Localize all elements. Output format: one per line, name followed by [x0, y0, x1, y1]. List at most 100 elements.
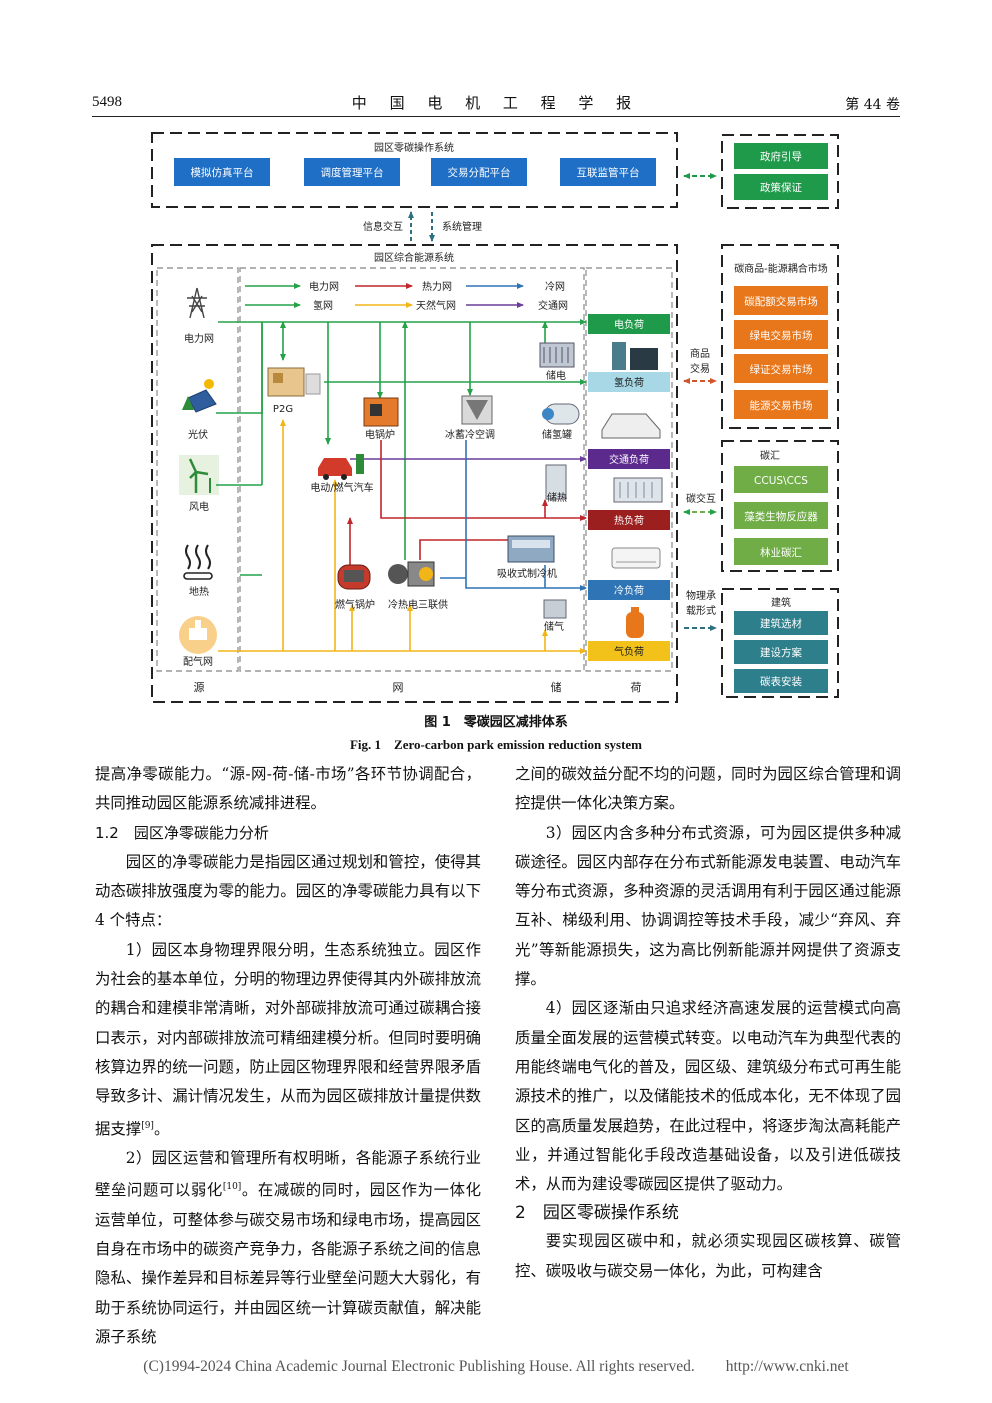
figure-caption-cn: 图 1 零碳园区减排体系: [424, 715, 568, 730]
paragraph: 园区的净零碳能力是指园区通过规划和管控，使得其动态碳排放强度为零的能力。园区的净…: [95, 852, 481, 930]
paragraph: 提高净零碳能力。“源-网-荷-储-市场”各环节协调配合，共同推动园区能源系统减排…: [95, 765, 481, 813]
hydrogen-load-icon: [612, 342, 658, 370]
battery-storage-icon: [539, 342, 575, 368]
page-number: 5498: [92, 94, 122, 110]
svg-text:气负荷: 气负荷: [614, 645, 644, 658]
gas-grid-icon: [179, 616, 217, 654]
svg-text:碳表安装: 碳表安装: [760, 675, 802, 688]
svg-text:冷热电三联供: 冷热电三联供: [388, 598, 448, 611]
left-column: 提高净零碳能力。“源-网-荷-储-市场”各环节协调配合，共同推动园区能源系统减排…: [95, 760, 481, 1352]
electric-boiler-icon: [363, 397, 399, 427]
gov-item-1: [734, 143, 828, 169]
device-icons: P2G 电锅炉 冰蓄冷空调 电动/燃气汽车 燃气锅炉 冷热电三联供: [267, 367, 557, 611]
platform-3: [431, 158, 527, 186]
energy-system-title: 园区综合能源系统: [374, 251, 454, 264]
svg-text:载形式: 载形式: [686, 604, 716, 617]
electric-load: [588, 314, 670, 334]
transport-load: [588, 449, 670, 469]
paragraph: 要实现园区碳中和，就必须实现园区碳核算、碳管控、碳吸收与碳交易一体化，为此，可构…: [515, 1232, 901, 1280]
label-source: 源: [194, 680, 205, 694]
sink-title: 碳汇: [760, 449, 780, 462]
paragraph: 之间的碳效益分配不均的问题，同时为园区综合管理和调控提供一体化决策方案。: [515, 765, 901, 813]
gas-storage-icon: [543, 599, 567, 619]
copyright-footer: (C)1994-2024 China Academic Journal Elec…: [143, 1358, 849, 1375]
svg-text:燃气锅炉: 燃气锅炉: [335, 598, 375, 611]
source-icons: 电力网 光伏 风电 地热 配气网: [179, 287, 219, 668]
svg-text:政策保证: 政策保证: [760, 181, 802, 194]
svg-text:吸收式制冷机: 吸收式制冷机: [497, 567, 557, 580]
network-lines: [216, 319, 587, 654]
svg-text:氢网: 氢网: [313, 299, 333, 312]
paragraph: 4）园区逐渐由只追求经济高速发展的运营模式向高质量全面发展的运营模式转变。以电动…: [515, 999, 901, 1194]
p2g-icon: [267, 367, 321, 397]
svg-text:地热: 地热: [189, 585, 209, 598]
geothermal-icon: [183, 544, 213, 580]
label-grid: 网: [393, 681, 404, 694]
svg-text:商品: 商品: [690, 347, 710, 360]
heat-load: [588, 510, 670, 530]
hydrogen-load: [588, 372, 670, 392]
svg-text:热负荷: 热负荷: [614, 514, 644, 527]
solar-icon: [182, 379, 217, 413]
svg-text:储热: 储热: [547, 491, 567, 504]
svg-text:模拟仿真平台: 模拟仿真平台: [191, 166, 254, 179]
ev-car-icon: [318, 454, 364, 480]
svg-text:政府引导: 政府引导: [760, 150, 802, 163]
svg-text:碳配额交易市场: 碳配额交易市场: [744, 295, 818, 308]
svg-text:天然气网: 天然气网: [416, 299, 456, 312]
energy-system-frame: [151, 244, 678, 703]
paragraph: 1）园区本身物理界限分明，生态系统独立。园区作为社会的基本单位，分明的物理边界使…: [95, 940, 481, 1138]
svg-text:电负荷: 电负荷: [614, 318, 644, 331]
gov-frame: [721, 134, 839, 209]
page-header: 5498 中 国 电 机 工 程 学 报 第 44 卷: [92, 92, 900, 116]
svg-text:电锅炉: 电锅炉: [365, 428, 395, 441]
svg-text:林业碳汇: 林业碳汇: [760, 546, 802, 559]
wind-icon: [179, 455, 219, 495]
storage-icons: 储电 储氢罐 储热 储气: [539, 342, 580, 633]
svg-text:冷负荷: 冷负荷: [614, 584, 644, 597]
citation: [10]: [222, 1182, 242, 1193]
platform-4: [560, 158, 656, 186]
hydrogen-tank-icon: [542, 403, 580, 425]
svg-text:储氢罐: 储氢罐: [542, 428, 572, 441]
label-load: 荷: [631, 681, 642, 694]
svg-text:配气网: 配气网: [183, 655, 213, 668]
right-column: 之间的碳效益分配不均的问题，同时为园区综合管理和调控提供一体化决策方案。 3）园…: [515, 760, 901, 1286]
svg-text:能源交易市场: 能源交易市场: [750, 399, 813, 412]
figure-diagram: 园区零碳操作系统 模拟仿真平台 调度管理平台 交易分配平台 互联监管平台 政府引…: [151, 132, 839, 703]
svg-text:绿证交易市场: 绿证交易市场: [750, 363, 813, 376]
source-column: [156, 267, 239, 672]
power-grid-icon: [187, 287, 207, 319]
header-rule: [92, 116, 900, 117]
svg-text:碳交互: 碳交互: [686, 492, 716, 505]
gas-load: [588, 641, 670, 661]
svg-text:冷网: 冷网: [545, 280, 565, 293]
svg-text:储气: 储气: [544, 620, 564, 633]
gas-boiler-icon: [337, 564, 371, 590]
citation: [9]: [141, 1120, 154, 1131]
network-legend: 电力网 热力网 冷网 氢网 天然气网 交通网: [245, 280, 568, 312]
label-storage: 储: [551, 680, 562, 694]
svg-text:建设方案: 建设方案: [760, 646, 802, 659]
transport-load-icon: [601, 413, 661, 439]
svg-text:电动/燃气汽车: 电动/燃气汽车: [310, 481, 373, 494]
svg-text:光伏: 光伏: [188, 428, 208, 441]
svg-text:交通负荷: 交通负荷: [609, 453, 649, 466]
svg-text:电力网: 电力网: [184, 332, 214, 345]
svg-text:调度管理平台: 调度管理平台: [321, 166, 384, 179]
svg-text:热力网: 热力网: [422, 280, 452, 293]
info-exchange-label: 信息交互: [363, 220, 403, 233]
svg-text:风电: 风电: [189, 500, 209, 513]
svg-text:藻类生物反应器: 藻类生物反应器: [744, 510, 818, 523]
figure-caption-en: Fig. 1 Zero-carbon park emission reducti…: [349, 737, 642, 752]
platform-buttons: 模拟仿真平台 调度管理平台 交易分配平台 互联监管平台: [174, 158, 656, 186]
building-title: 建筑: [771, 596, 791, 609]
svg-text:冰蓄冷空调: 冰蓄冷空调: [445, 428, 495, 441]
market-frame: [721, 244, 839, 429]
section-heading: 1.2 园区净零碳能力分析: [95, 823, 269, 842]
svg-text:交通网: 交通网: [538, 299, 568, 312]
sink-frame: [721, 440, 839, 572]
svg-text:P2G: P2G: [273, 404, 293, 415]
load-column-items: 电负荷 氢负荷 交通负荷 热负荷 冷负荷 气负荷: [588, 314, 670, 661]
system-mgmt-label: 系统管理: [442, 220, 482, 233]
